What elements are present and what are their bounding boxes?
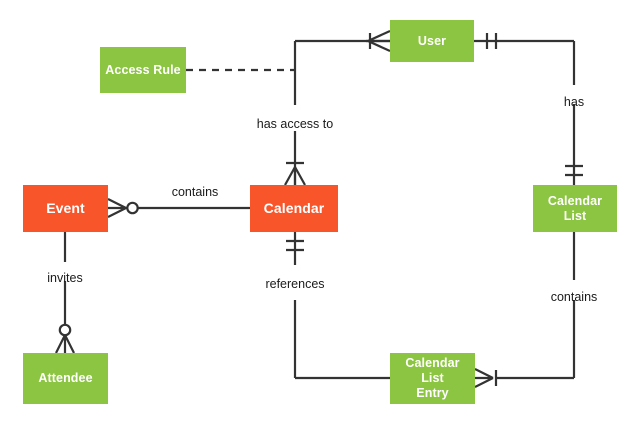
entity-calendar-list-entry[interactable]: Calendar List Entry [390,353,475,404]
edge-label-invites: invites [47,271,83,285]
entity-calendar[interactable]: Calendar [250,185,338,232]
edge-label-has-access-to: has access to [256,117,334,131]
marker-attendee-circle [58,323,72,337]
entity-calendar-list[interactable]: Calendar List [533,185,617,232]
marker-user-left-crowsfoot [366,29,391,53]
edge-label-references: references [265,277,325,291]
entity-user[interactable]: User [390,20,474,62]
marker-calendar-top-crowsfoot [284,166,306,186]
entity-event[interactable]: Event [23,185,108,232]
marker-event-circle [126,201,139,215]
edge-label-contains-event-calendar: contains [171,185,219,199]
marker-clentry-right-crowsfoot [474,368,494,388]
marker-event-crowsfoot [107,198,128,218]
edge-label-has: has [563,95,585,109]
marker-attendee-crowsfoot [55,334,75,354]
entity-attendee[interactable]: Attendee [23,353,108,404]
edge-label-contains-list: contains [550,290,598,304]
entity-access-rule[interactable]: Access Rule [100,47,186,93]
